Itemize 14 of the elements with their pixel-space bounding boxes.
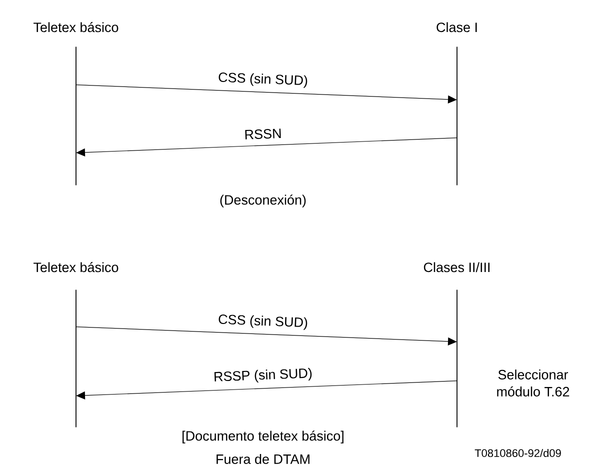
- lifeline: Clase I: [436, 22, 477, 186]
- edge-label: RSSN: [245, 128, 281, 140]
- note: (Desconexión): [220, 194, 306, 208]
- edge-label: RSSP (sin SUD): [214, 368, 312, 383]
- lifeline: Clases II/III: [424, 262, 490, 428]
- arrow: [76, 380, 458, 400]
- lifeline: Teletex básico: [34, 22, 118, 186]
- edge-label: CSS (sin SUD): [218, 314, 308, 330]
- edge-label: CSS (sin SUD): [218, 72, 308, 88]
- figure-code: T0810860-92/d09: [474, 448, 561, 458]
- note: Fuera de DTAM: [216, 454, 310, 464]
- note: [Documento teletex básico]: [182, 430, 344, 444]
- lifeline: Teletex básico: [34, 262, 118, 428]
- arrow: [76, 138, 458, 157]
